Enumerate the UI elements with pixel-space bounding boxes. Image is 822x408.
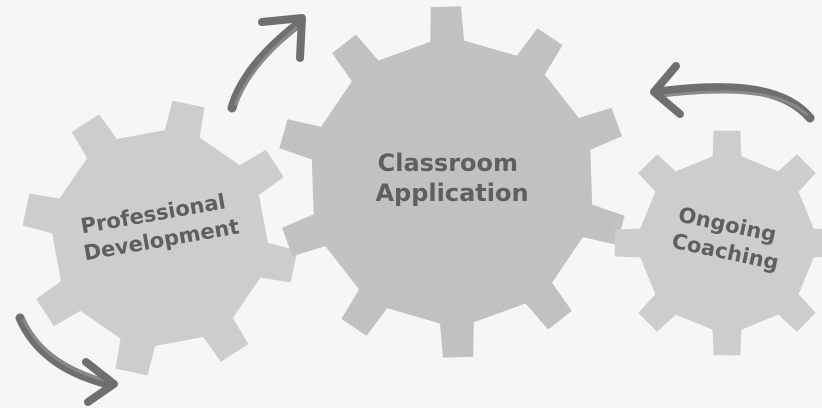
- label-classroom-application: Classroom Application: [375, 149, 528, 207]
- gear-icon-ongoing-coaching: [614, 130, 822, 356]
- curved-arrow-icon-bottom-left: [15, 313, 118, 406]
- gear-icon-classroom-application: [279, 6, 625, 358]
- curved-arrow-icon-right: [650, 62, 815, 123]
- curved-arrow-icon-top: [227, 14, 306, 113]
- label-line: Classroom: [378, 149, 518, 177]
- label-line: Application: [375, 179, 528, 207]
- gear-icon-professional-development: [22, 100, 298, 376]
